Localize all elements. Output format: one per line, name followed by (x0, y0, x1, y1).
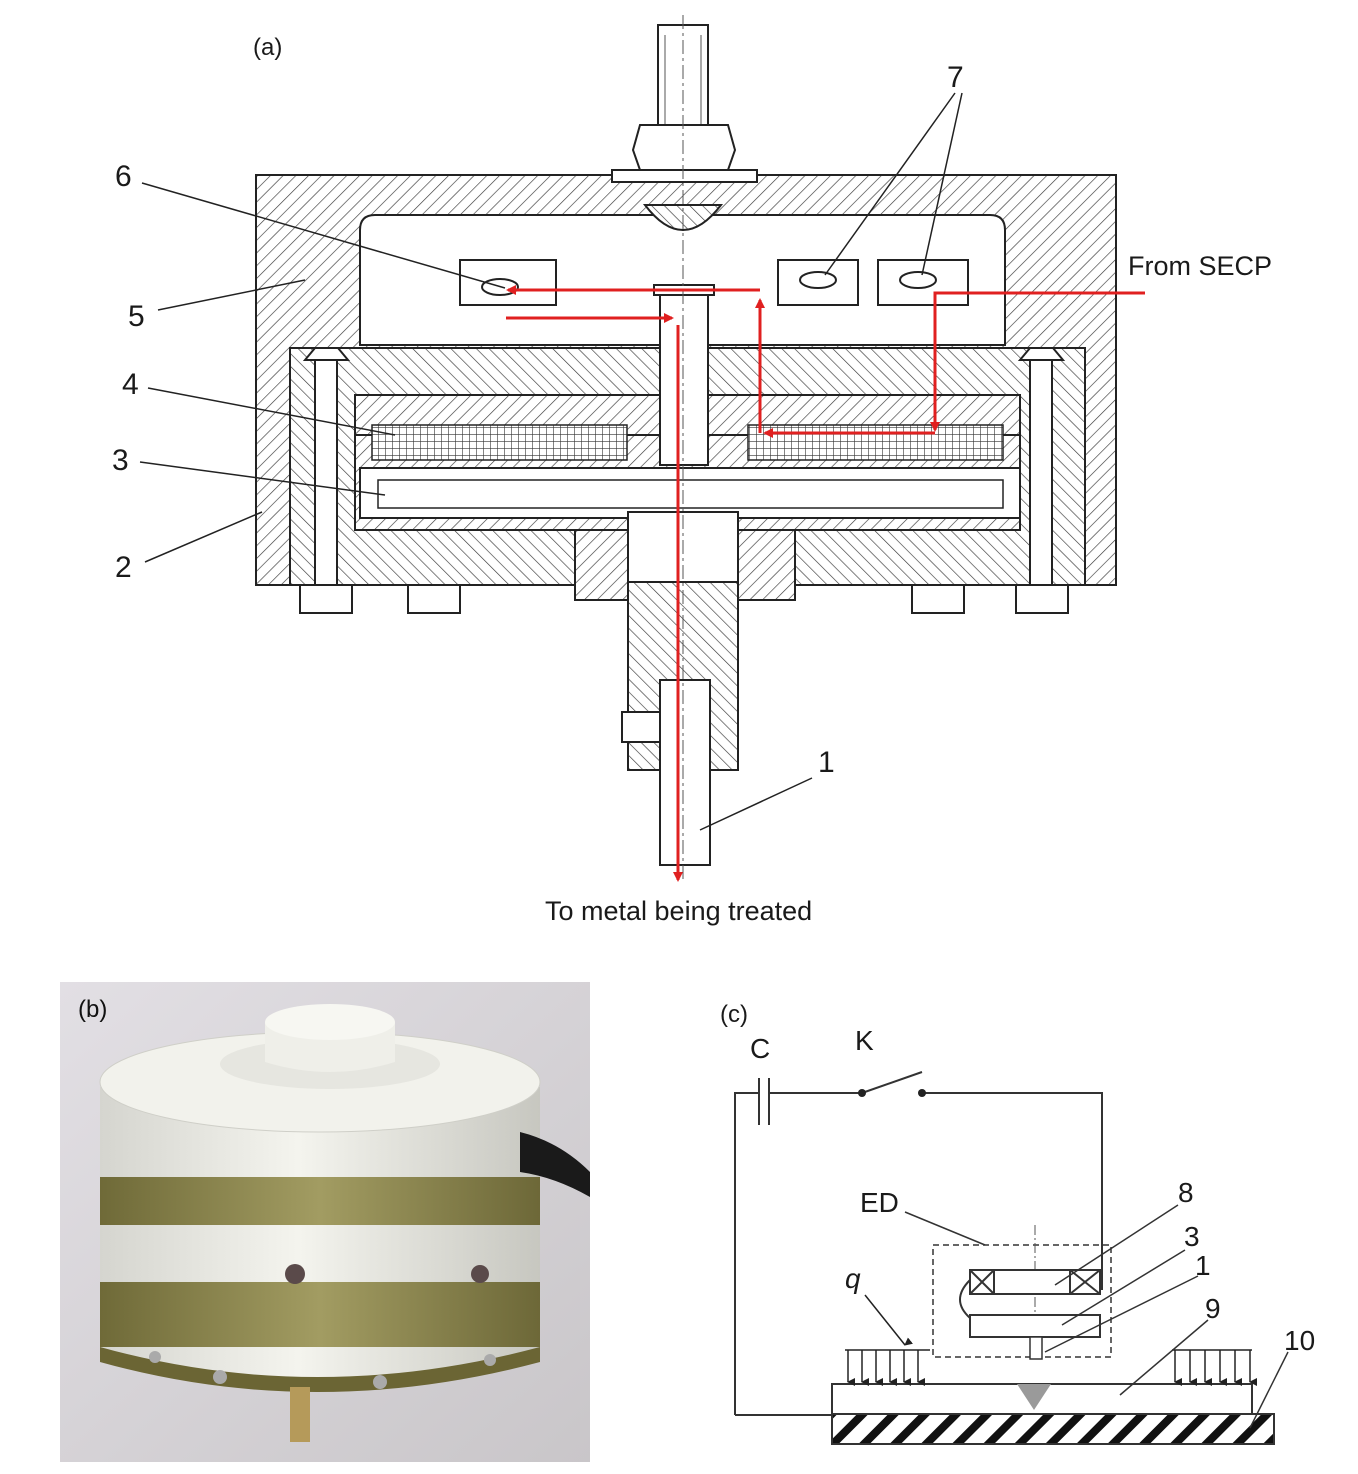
callout-1: 1 (818, 746, 835, 779)
callout-6: 6 (115, 160, 132, 193)
panel-b-label: (b) (78, 996, 108, 1023)
callout-10: 10 (1284, 1325, 1315, 1356)
callout-7: 7 (947, 61, 964, 94)
callout-4: 4 (122, 368, 139, 401)
panel-b-photo: (b) (60, 982, 590, 1462)
leader-lines (139, 92, 963, 831)
callout-c-1: 1 (1195, 1250, 1211, 1281)
callout-5: 5 (128, 300, 145, 333)
workpiece-9 (831, 1383, 1253, 1415)
switch-contact-2 (918, 1089, 926, 1097)
load-arrows (845, 1294, 1257, 1386)
base-10 (831, 1413, 1275, 1445)
panel-c-leaders (904, 1204, 1289, 1429)
coil-left (371, 424, 628, 461)
panel-a-label: (a) (253, 34, 282, 61)
capacitor-label: C (750, 1033, 770, 1064)
rod-1 (1029, 1336, 1043, 1360)
callout-3: 3 (112, 444, 129, 477)
ed-label: ED (860, 1187, 899, 1218)
panel-c-label: (c) (720, 1001, 748, 1028)
callout-8: 8 (1178, 1177, 1194, 1208)
from-secp-label: From SECP (1128, 251, 1272, 281)
disc-3 (969, 1314, 1101, 1338)
central-stem (574, 24, 796, 866)
callout-9: 9 (1205, 1293, 1221, 1324)
circuit (734, 1071, 1103, 1416)
ed-box (932, 1244, 1112, 1358)
to-metal-label: To metal being treated (545, 896, 812, 926)
device-photo-illustration (60, 982, 590, 1462)
switch-label: K (855, 1025, 874, 1056)
callout-2: 2 (115, 551, 132, 584)
coil-right (747, 424, 1004, 461)
load-label: q (845, 1263, 861, 1294)
coil-8 (959, 1269, 1101, 1319)
callout-c-3: 3 (1184, 1221, 1200, 1252)
current-path (506, 285, 1145, 882)
indenter (1017, 1384, 1051, 1410)
terminal-blocks (459, 259, 969, 306)
bolts (299, 347, 1069, 614)
switch-contact-1 (858, 1089, 866, 1097)
panel-a-diagram: (a) 6 5 4 3 2 7 1 From SECP To metal bei… (112, 15, 1272, 926)
